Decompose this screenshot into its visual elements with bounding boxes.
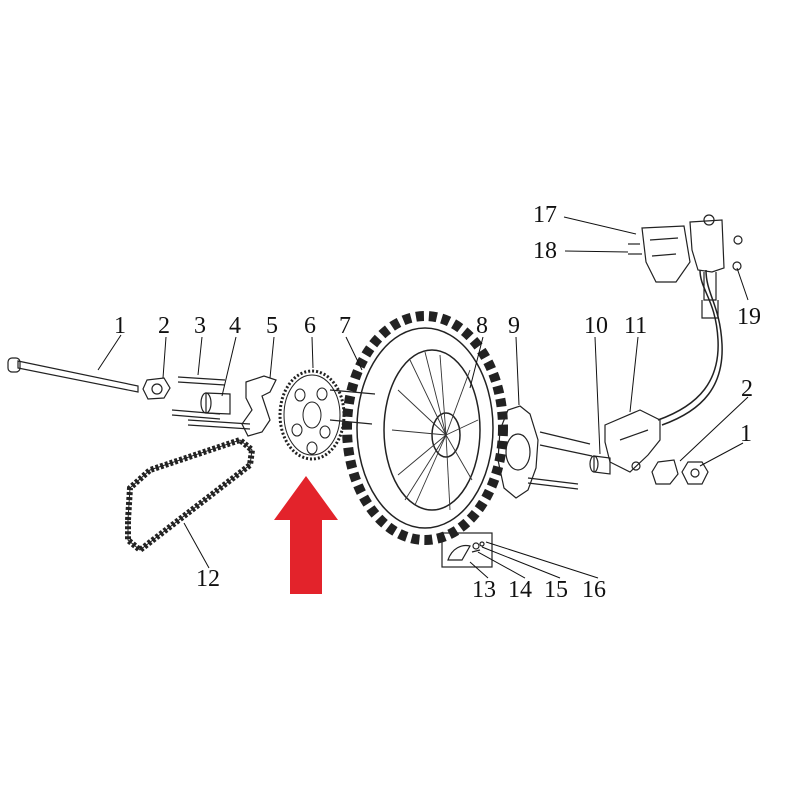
leader-lines	[97, 216, 749, 579]
brake-caliper	[604, 409, 661, 473]
callout-4: 4	[229, 313, 241, 339]
master-cylinder	[689, 214, 725, 319]
callout-5: 5	[266, 313, 278, 339]
callout-8: 8	[476, 313, 488, 339]
hub-spacer-tube	[200, 392, 231, 415]
callout-15: 15	[544, 577, 568, 603]
callout-12: 12	[196, 566, 220, 592]
callout-1-right: 1	[740, 421, 752, 447]
callout-1: 1	[114, 313, 126, 339]
right-spacer	[651, 459, 679, 485]
brake-hose	[657, 269, 723, 426]
callout-13: 13	[472, 577, 496, 603]
drive-chain	[125, 436, 256, 554]
bracket-bolts	[628, 235, 743, 271]
callout-2-right: 2	[741, 376, 753, 402]
callout-19: 19	[737, 304, 761, 330]
callout-18: 18	[533, 238, 557, 264]
highlight-arrow	[274, 476, 338, 594]
callout-2: 2	[158, 313, 170, 339]
caliper-spacer	[589, 455, 611, 475]
callout-7: 7	[339, 313, 351, 339]
rear-wheel-tire	[342, 311, 508, 545]
callout-17: 17	[533, 202, 557, 228]
callout-labels: 1 2 3 4 5 6 7 8 9 10 11 12 13 14 15 16 1…	[114, 202, 761, 603]
callout-16: 16	[582, 577, 606, 603]
axle-spacer	[142, 377, 171, 400]
callout-11: 11	[624, 313, 647, 339]
brake-disc	[497, 405, 539, 499]
axle	[7, 357, 139, 393]
callout-14: 14	[508, 577, 532, 603]
callout-10: 10	[584, 313, 608, 339]
rear-sprocket	[278, 369, 346, 461]
callout-6: 6	[304, 313, 316, 339]
callout-3: 3	[194, 313, 206, 339]
master-cylinder-bracket	[641, 225, 691, 283]
axle-nut	[681, 461, 709, 485]
valve-kit-box	[441, 532, 493, 568]
disc-bolts	[527, 431, 593, 490]
callout-9: 9	[508, 313, 520, 339]
lock-plate	[241, 375, 277, 437]
